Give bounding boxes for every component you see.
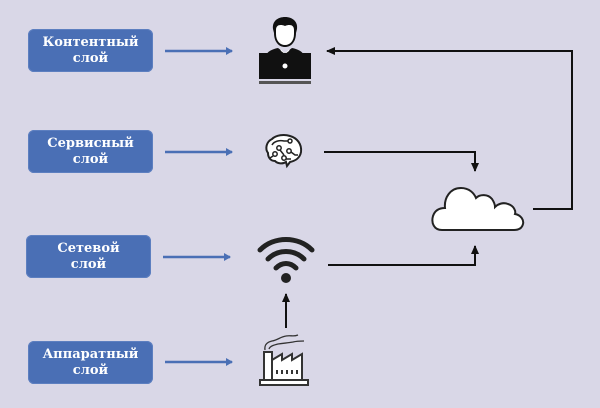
layer-label-line2: слой (70, 256, 107, 272)
layer-box-hardware: Аппаратный слой (28, 341, 153, 384)
layer-label-line1: Аппаратный (42, 346, 139, 362)
layer-label-line2: слой (72, 50, 109, 66)
brain-circuit-icon (265, 134, 303, 169)
user-laptop-icon (259, 17, 311, 84)
layer-label-line2: слой (72, 151, 109, 167)
arrow-cloud-to-user (326, 47, 573, 210)
factory-icon (259, 334, 309, 386)
layer-label-line1: Сервисный (47, 135, 134, 151)
arrow-wifi-to-cloud (328, 245, 479, 266)
layer-box-network: Сетевой слой (26, 235, 151, 278)
layer-label-line2: слой (72, 362, 109, 378)
layer-box-content: Контентный слой (28, 29, 153, 72)
wifi-icon (257, 237, 315, 283)
cloud-icon (431, 186, 525, 231)
layer-label-line1: Контентный (42, 34, 139, 50)
layer-box-service: Сервисный слой (28, 130, 153, 173)
layer-label-line1: Сетевой (57, 240, 120, 256)
arrow-brain-to-cloud (324, 151, 479, 172)
